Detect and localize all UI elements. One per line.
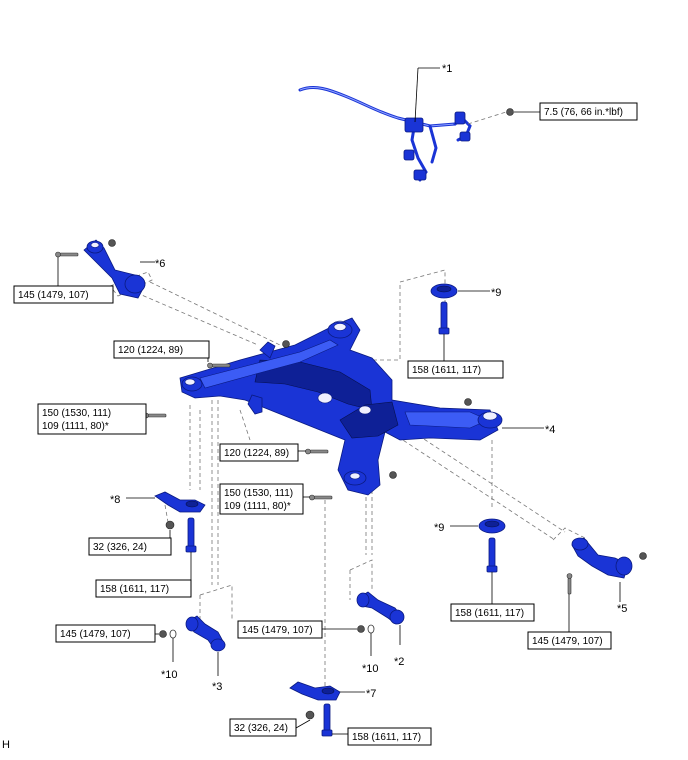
torque-mid-150: 150 (1530, 111) bbox=[224, 488, 293, 499]
callout-10-right: *10 bbox=[362, 663, 379, 675]
rear-suspension-crossmember bbox=[179, 317, 503, 496]
torque-bolt9-lower: 158 (1611, 117) bbox=[455, 608, 524, 619]
torque-wire-nut: 7.5 (76, 66 in.*lbf) bbox=[544, 107, 623, 118]
harness-nut bbox=[506, 108, 514, 116]
upper-arm-6 bbox=[55, 239, 146, 299]
torque-arm3: 145 (1479, 107) bbox=[60, 629, 131, 640]
torque-upper-120: 120 (1224, 89) bbox=[118, 345, 183, 356]
torque-mid-109: 109 (1111, 80)* bbox=[224, 501, 291, 512]
torque-arm5: 145 (1479, 107) bbox=[532, 636, 603, 647]
torque-arm6: 145 (1479, 107) bbox=[18, 290, 89, 301]
cushion-9-upper bbox=[430, 283, 458, 335]
callout-8: *8 bbox=[110, 494, 120, 506]
harness-clamp bbox=[404, 117, 424, 133]
callout-6: *6 bbox=[155, 258, 165, 270]
torque-front-109: 109 (1111, 80)* bbox=[42, 421, 109, 432]
bracket-7 bbox=[289, 681, 341, 737]
callout-3: *3 bbox=[212, 681, 222, 693]
torque-mount9-upper: 158 (1611, 117) bbox=[412, 365, 481, 376]
guide-lines bbox=[109, 269, 586, 690]
torque-arm2: 145 (1479, 107) bbox=[242, 625, 313, 636]
cushion-9-lower bbox=[478, 518, 506, 573]
torque-nut7: 32 (326, 24) bbox=[234, 723, 288, 734]
torque-front-150: 150 (1530, 111) bbox=[42, 408, 111, 419]
callout-2: *2 bbox=[394, 656, 404, 668]
torque-mid-120: 120 (1224, 89) bbox=[224, 448, 289, 459]
callout-7: *7 bbox=[366, 688, 376, 700]
wire-harness bbox=[298, 86, 514, 182]
callout-4: *4 bbox=[545, 424, 555, 436]
callout-5: *5 bbox=[617, 603, 627, 615]
callout-10-left: *10 bbox=[161, 669, 178, 681]
lower-arm-3 bbox=[159, 615, 226, 652]
callout-1: *1 bbox=[442, 63, 452, 75]
torque-bolt7: 158 (1611, 117) bbox=[352, 732, 421, 743]
corner-letter: H bbox=[2, 739, 10, 751]
bracket-8 bbox=[154, 491, 206, 553]
torque-bolt8: 158 (1611, 117) bbox=[100, 584, 169, 595]
lower-arm-2 bbox=[356, 591, 405, 634]
lower-arm-5 bbox=[566, 537, 647, 595]
callout-9-upper: *9 bbox=[491, 287, 501, 299]
callout-9-lower: *9 bbox=[434, 522, 444, 534]
torque-nut8: 32 (326, 24) bbox=[93, 542, 147, 553]
